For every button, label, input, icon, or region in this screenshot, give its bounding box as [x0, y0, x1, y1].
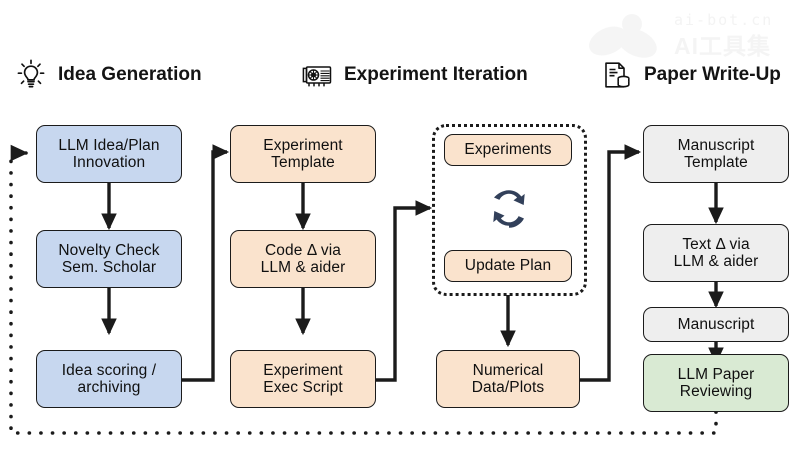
section-title: Experiment Iteration: [344, 64, 528, 85]
node-label: Experiments: [464, 141, 552, 159]
node-label: Manuscript: [677, 315, 755, 333]
node-experiments[interactable]: Experiments: [444, 134, 572, 166]
node-manuscript[interactable]: Manuscript: [643, 307, 789, 342]
lightbulb-icon: [14, 58, 48, 92]
section-title: Idea Generation: [58, 64, 202, 85]
feedback-dotted-loop: [9, 144, 718, 435]
section-header-idea-generation: Idea Generation: [14, 58, 202, 92]
section-title: Paper Write-Up: [644, 64, 781, 85]
node-label: Idea scoring /archiving: [61, 361, 157, 396]
section-header-paper-write-up: Paper Write-Up: [600, 58, 781, 92]
node-update-plan[interactable]: Update Plan: [444, 250, 572, 282]
node-idea-scoring-archiving[interactable]: Idea scoring /archiving: [36, 350, 182, 408]
section-header-experiment-iteration: Experiment Iteration: [300, 58, 528, 92]
document-database-icon: [600, 58, 634, 92]
experiment-loop-container: [432, 124, 587, 296]
node-label: Update Plan: [464, 257, 552, 275]
cycle-refresh-icon: [487, 186, 531, 230]
gpu-card-icon: [300, 58, 334, 92]
